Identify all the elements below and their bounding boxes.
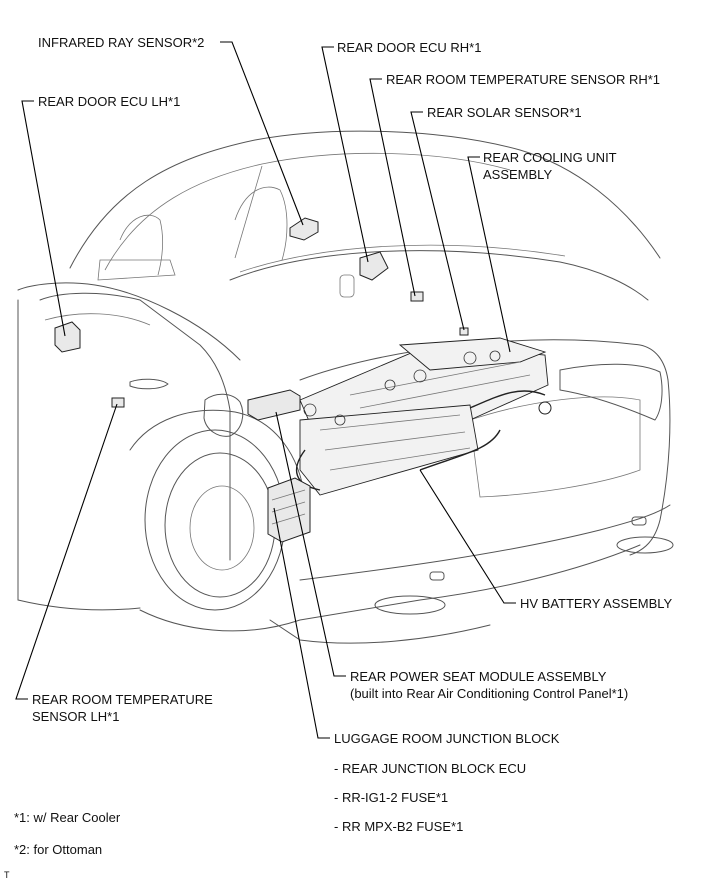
corner-mark: T <box>4 870 10 880</box>
hv-battery-and-cooling-unit-part <box>295 337 552 496</box>
rear-power-seat-module-part <box>247 389 301 421</box>
luggage-room-junction-block-part <box>267 477 311 543</box>
label-rear-solar-sensor: REAR SOLAR SENSOR*1 <box>427 105 582 120</box>
label-infrared-ray-sensor: INFRARED RAY SENSOR*2 <box>38 35 204 50</box>
label-rear-door-ecu-rh: REAR DOOR ECU RH*1 <box>337 40 481 55</box>
footnote-rear-cooler: *1: w/ Rear Cooler <box>14 810 121 825</box>
footnote-ottoman: *2: for Ottoman <box>14 842 102 857</box>
infrared-ray-sensor-part <box>289 217 319 241</box>
label-rr-ig1-2-fuse: - RR-IG1-2 FUSE*1 <box>334 790 448 805</box>
label-rear-cooling-unit-line2: ASSEMBLY <box>483 167 552 182</box>
label-rear-junction-block-ecu: - REAR JUNCTION BLOCK ECU <box>334 761 526 776</box>
label-rear-cooling-unit-line1: REAR COOLING UNIT <box>483 150 617 165</box>
rear-door-ecu-lh-part <box>54 321 81 353</box>
rear-room-temp-sensor-rh-part <box>410 291 424 302</box>
label-rear-door-ecu-lh: REAR DOOR ECU LH*1 <box>38 94 180 109</box>
label-rear-room-temp-sensor-lh-line2: SENSOR LH*1 <box>32 709 119 724</box>
rear-room-temp-sensor-lh-part <box>111 397 125 408</box>
label-hv-battery-assembly: HV BATTERY ASSEMBLY <box>520 596 673 611</box>
rear-door-ecu-rh-part <box>359 251 389 281</box>
label-rear-power-seat-module-line1: REAR POWER SEAT MODULE ASSEMBLY <box>350 669 607 684</box>
label-rear-room-temp-sensor-lh-line1: REAR ROOM TEMPERATURE <box>32 692 213 707</box>
leader-lines <box>15 41 516 739</box>
label-rear-room-temp-sensor-rh: REAR ROOM TEMPERATURE SENSOR RH*1 <box>386 72 660 87</box>
label-rear-power-seat-module-line2: (built into Rear Air Conditioning Contro… <box>350 686 628 701</box>
label-rr-mpx-b2-fuse: - RR MPX-B2 FUSE*1 <box>334 819 463 834</box>
label-luggage-room-junction-block: LUGGAGE ROOM JUNCTION BLOCK <box>334 731 560 746</box>
